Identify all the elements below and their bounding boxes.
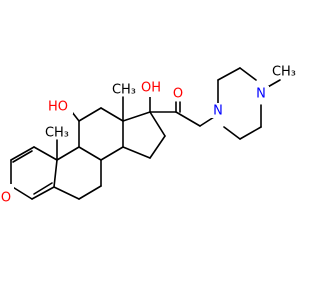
hydroxyl-11-label: HO	[48, 100, 68, 115]
bond	[149, 111, 166, 137]
bond	[122, 146, 151, 159]
n-methyl-label: CH₃	[272, 65, 296, 80]
structure-svg: O HO CH₃ CH₃ OH O N N CH₃	[0, 64, 297, 208]
bond	[175, 111, 201, 127]
ring-d	[122, 111, 166, 159]
bond	[239, 67, 257, 81]
hydroxyl-17-label: OH	[141, 81, 161, 96]
bond	[122, 111, 151, 122]
piperazine-ring	[217, 67, 281, 140]
bond	[199, 116, 215, 127]
bond	[33, 146, 58, 161]
ring-a	[10, 146, 58, 200]
bond	[12, 150, 33, 163]
methyl-13-label: CH₃	[112, 83, 136, 98]
bond	[71, 111, 80, 122]
bond	[53, 159, 58, 188]
bond	[78, 146, 102, 161]
piperazine-n1-label: N	[213, 104, 223, 119]
bond	[149, 135, 166, 159]
atom-labels: O HO CH₃ CH₃ OH O N N CH₃	[0, 65, 296, 208]
molecule-diagram: O HO CH₃ CH₃ OH O N N CH₃	[0, 64, 297, 208]
bond	[78, 185, 102, 200]
piperazine-n4-label: N	[256, 87, 266, 102]
bond	[10, 185, 33, 200]
bond	[217, 67, 241, 81]
bond	[10, 146, 35, 161]
bond	[33, 182, 53, 195]
bond	[53, 186, 80, 200]
bond	[100, 146, 124, 161]
ketone-oxygen-label: O	[1, 191, 11, 206]
bond	[239, 126, 262, 140]
side-chain-oxygen-label: O	[173, 87, 183, 102]
bond	[100, 107, 124, 122]
bond	[78, 107, 102, 122]
side-chain	[149, 101, 215, 127]
ring-c	[78, 107, 124, 161]
ring-b	[53, 146, 102, 200]
methyl-10-label: CH₃	[45, 126, 69, 141]
substituents	[2, 95, 151, 187]
bond	[56, 146, 80, 161]
bond	[31, 186, 55, 200]
bond	[223, 126, 241, 140]
